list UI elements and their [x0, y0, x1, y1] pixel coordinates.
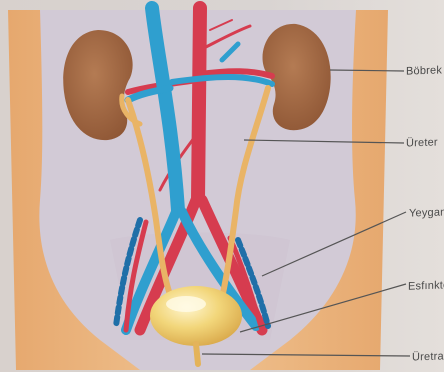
bladder-highlight	[166, 296, 206, 312]
label-urethra: Üretra	[412, 350, 444, 363]
label-kidney: Böbrek	[406, 64, 442, 77]
label-ureter: Üreter	[406, 136, 438, 149]
bladder	[150, 286, 242, 346]
label-bladder: Yeygan	[409, 206, 444, 219]
label-sphincter: Esfınkte	[408, 279, 444, 292]
urethra	[196, 344, 198, 364]
